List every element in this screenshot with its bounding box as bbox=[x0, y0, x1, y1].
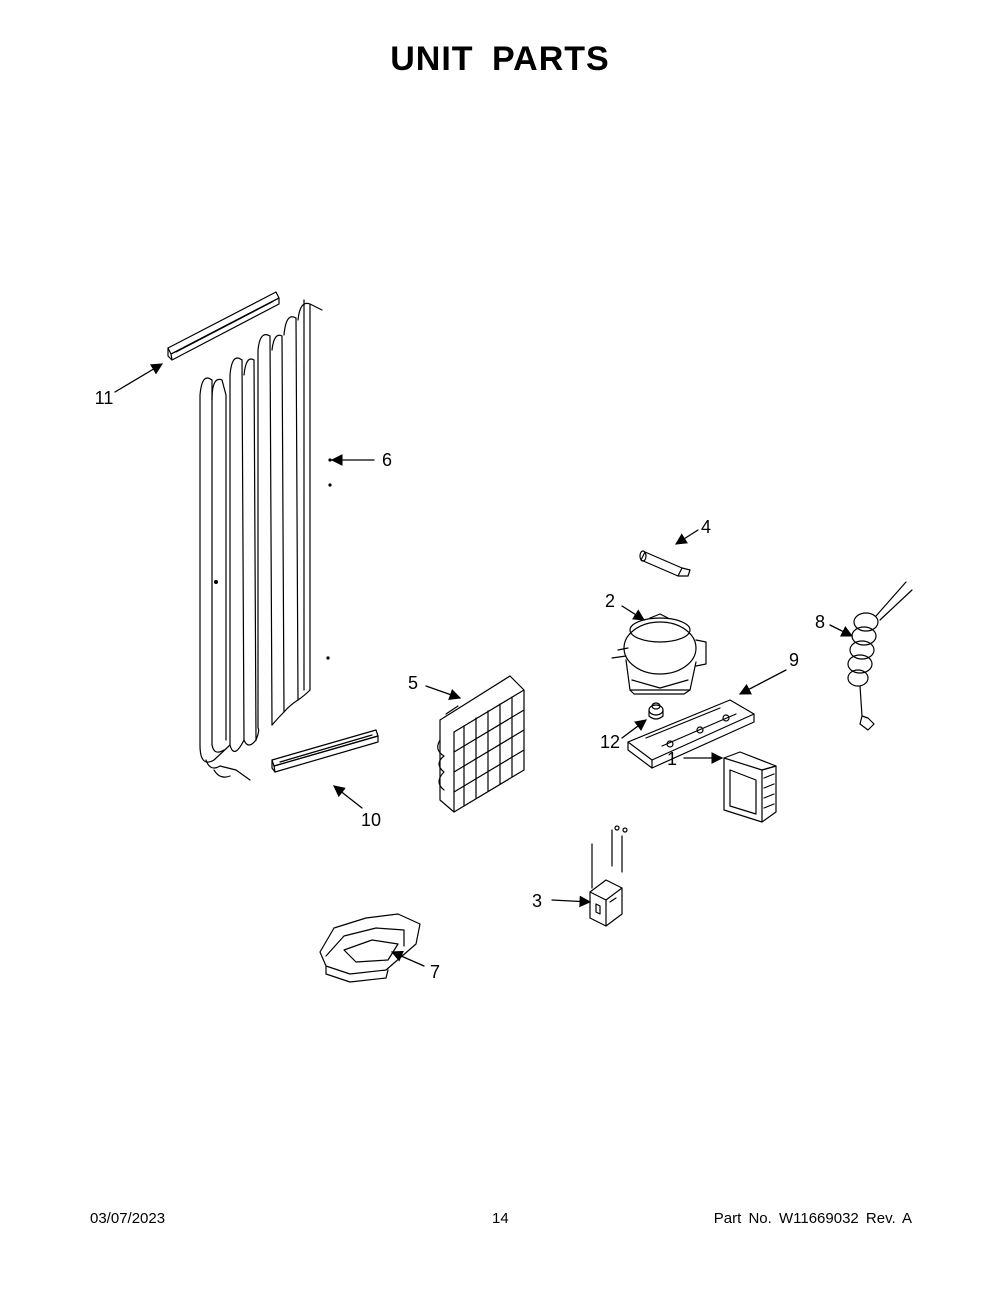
leader-3 bbox=[551, 895, 592, 908]
leader-5 bbox=[425, 685, 462, 701]
callout-6: 6 bbox=[381, 450, 393, 470]
callout-9: 9 bbox=[788, 650, 800, 670]
callout-4: 4 bbox=[700, 517, 712, 537]
top-rail-part-11 bbox=[167, 291, 280, 361]
leader-2 bbox=[621, 605, 645, 621]
callout-5: 5 bbox=[407, 673, 419, 693]
callout-3: 3 bbox=[531, 891, 543, 911]
start-relay-part-3 bbox=[589, 825, 628, 927]
leader-11 bbox=[114, 363, 164, 393]
page-title: UNIT PARTS bbox=[390, 40, 610, 78]
callout-leaders bbox=[114, 363, 854, 967]
leader-7 bbox=[390, 950, 425, 967]
bottom-rail-part-10 bbox=[271, 729, 379, 773]
drain-pan-part-7 bbox=[319, 913, 421, 983]
compressor-part-2 bbox=[611, 613, 707, 695]
condenser-coil-part-6 bbox=[199, 299, 332, 781]
power-cord-part-8 bbox=[847, 581, 913, 731]
leader-8 bbox=[829, 624, 854, 637]
leader-9 bbox=[738, 669, 787, 695]
callout-11: 11 bbox=[94, 388, 114, 408]
mounting-plate-part-9 bbox=[627, 699, 755, 769]
evaporator-part-5 bbox=[437, 675, 525, 813]
callout-1: 1 bbox=[666, 749, 678, 769]
leader-4 bbox=[675, 529, 699, 545]
callout-10: 10 bbox=[360, 810, 382, 830]
grommet-part-12 bbox=[648, 702, 664, 720]
callout-8: 8 bbox=[814, 612, 826, 632]
footer-page-number: 14 bbox=[492, 1210, 509, 1227]
callout-2: 2 bbox=[604, 591, 616, 611]
filter-drier-part-4 bbox=[639, 550, 691, 577]
control-board-part-1 bbox=[723, 751, 777, 823]
footer-date: 03/07/2023 bbox=[90, 1210, 166, 1227]
callout-7: 7 bbox=[429, 962, 441, 982]
leader-12 bbox=[621, 719, 647, 739]
footer-part-number: Part No. W11669032 Rev. A bbox=[713, 1210, 912, 1227]
leader-10 bbox=[333, 785, 363, 809]
callout-12: 12 bbox=[599, 732, 621, 752]
